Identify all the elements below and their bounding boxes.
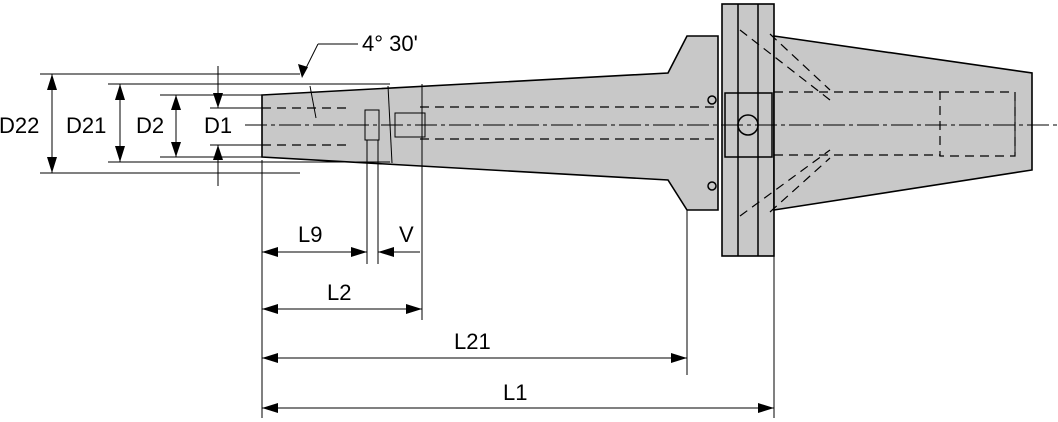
label-v: V xyxy=(399,222,414,247)
taper-extension xyxy=(261,35,719,211)
flange xyxy=(721,3,775,257)
tool-body xyxy=(261,3,1033,257)
angle-leader xyxy=(298,43,358,119)
label-d2: D2 xyxy=(136,113,164,138)
label-d22: D22 xyxy=(0,113,39,138)
dim-l21 xyxy=(262,353,687,363)
label-angle: 4° 30' xyxy=(362,31,418,56)
label-l2: L2 xyxy=(327,280,351,305)
internal-features xyxy=(364,4,1016,256)
label-d21: D21 xyxy=(66,113,106,138)
label-l21: L21 xyxy=(454,329,491,354)
dim-l1 xyxy=(262,403,774,413)
steep-taper xyxy=(773,35,1033,211)
dim-d1 xyxy=(213,66,223,186)
dim-v xyxy=(378,247,420,257)
label-d1: D1 xyxy=(204,113,232,138)
dim-d21 xyxy=(115,84,125,162)
dim-d22 xyxy=(47,74,57,173)
dim-d2 xyxy=(171,95,181,157)
label-l1: L1 xyxy=(503,380,527,405)
label-l9: L9 xyxy=(298,222,322,247)
dim-l2 xyxy=(262,304,422,314)
dim-l9 xyxy=(262,247,367,257)
length-extension-lines xyxy=(261,140,775,418)
hidden-lines xyxy=(262,29,1016,217)
diameter-extension-lines xyxy=(40,73,390,174)
